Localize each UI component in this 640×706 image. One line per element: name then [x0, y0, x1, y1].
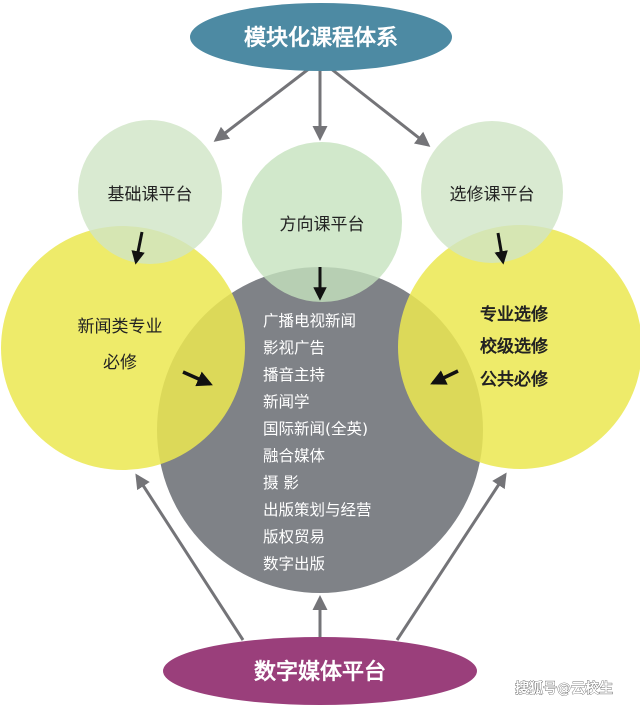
- major-item: 出版策划与经营: [263, 501, 372, 519]
- right-circle-line-2: 校级选修: [480, 336, 549, 357]
- major-list: 广播电视新闻 影视广告 播音主持 新闻学 国际新闻(全英) 融合媒体 摄 影 出…: [263, 312, 372, 573]
- basic-platform-label: 基础课平台: [108, 185, 193, 205]
- right-circle-line-3: 公共必修: [480, 369, 549, 390]
- bottom-node-label: 数字媒体平台: [254, 659, 386, 685]
- arrow-bottom-to-left: [135, 473, 245, 641]
- elective-platform-label: 选修课平台: [450, 185, 535, 205]
- arrow-right-to-center: [430, 369, 459, 385]
- arrow-left-to-center: [182, 370, 213, 387]
- right-yellow-circle: [398, 225, 640, 469]
- arrow-bottom-to-right: [395, 472, 507, 641]
- direction-platform-label: 方向课平台: [280, 215, 365, 235]
- left-circle-line-1: 新闻类专业: [78, 317, 163, 337]
- arrow-elective-down: [494, 232, 508, 265]
- major-item: 摄 影: [263, 474, 299, 492]
- bottom-node: [163, 637, 477, 705]
- top-node: [190, 3, 452, 71]
- arrow-top-to-elective: [329, 66, 431, 147]
- major-item: 版权贸易: [263, 528, 325, 546]
- watermark: 搜狐号@云校生: [515, 680, 613, 697]
- left-yellow-circle: [1, 226, 245, 470]
- arrow-basic-down: [131, 231, 145, 265]
- top-node-label: 模块化课程体系: [244, 25, 398, 51]
- major-item: 影视广告: [263, 339, 325, 357]
- major-item: 播音主持: [263, 366, 325, 384]
- right-circle-line-1: 专业选修: [480, 304, 549, 325]
- left-circle-line-2: 必修: [103, 353, 137, 373]
- elective-platform-circle: [421, 121, 563, 263]
- major-item: 国际新闻(全英): [263, 420, 368, 438]
- major-item: 数字出版: [263, 555, 325, 573]
- major-item: 新闻学: [263, 393, 310, 411]
- major-item: 融合媒体: [263, 447, 326, 465]
- arrow-top-to-basic: [213, 66, 311, 142]
- basic-platform-circle: [78, 120, 222, 264]
- direction-platform-circle: [242, 142, 402, 302]
- major-item: 广播电视新闻: [263, 312, 356, 330]
